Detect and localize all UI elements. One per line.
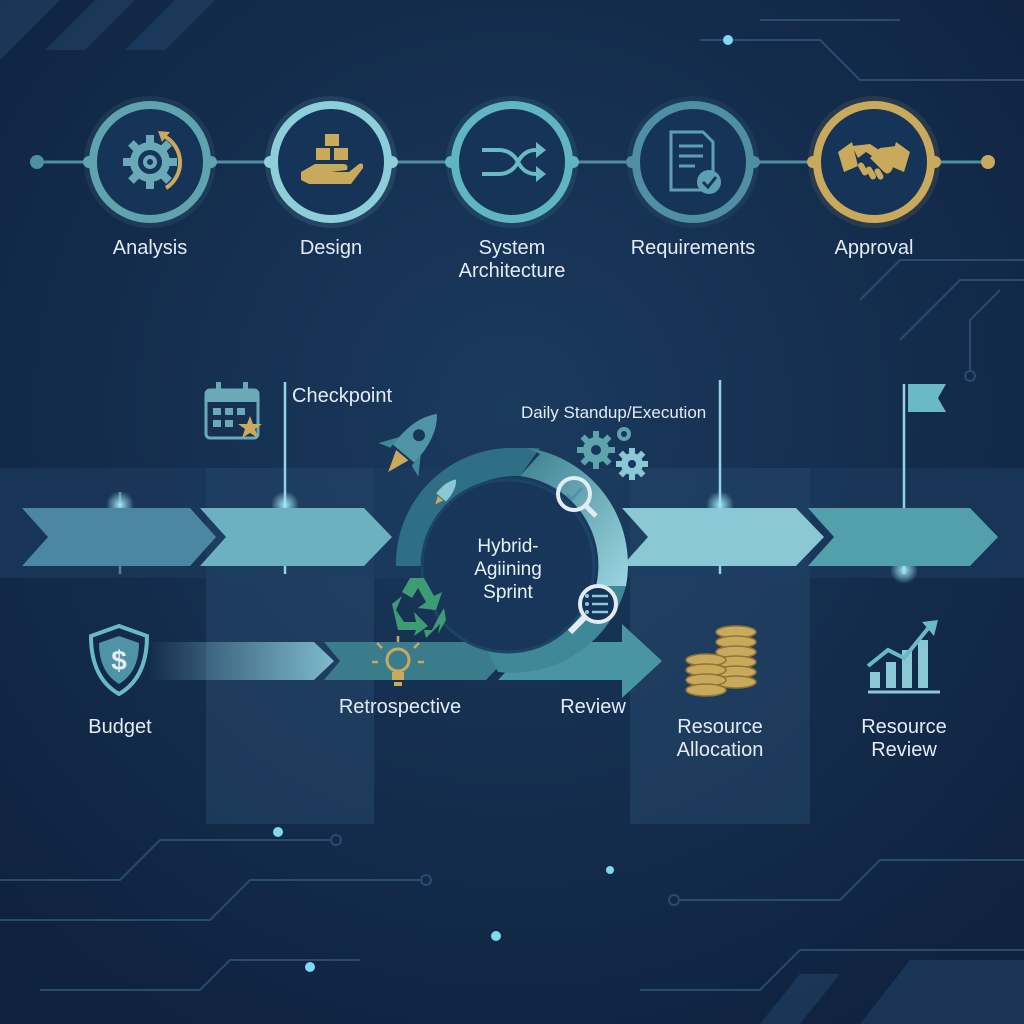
cycle-arc-right: [520, 448, 628, 586]
sprint-cycle: [395, 448, 628, 673]
handshake-icon: [838, 142, 910, 180]
main-chevrons: [22, 508, 998, 566]
phase-node: [748, 156, 760, 168]
circuit-traces: [0, 19, 1024, 991]
phase-node: [567, 156, 579, 168]
phase-label-design: Design: [299, 237, 363, 259]
magnifier-checklist-icon: [567, 584, 618, 635]
shield-dollar-icon: $: [88, 623, 150, 697]
lightbulb-icon: [372, 636, 424, 686]
phase-label-system-architecture: System Architecture: [458, 237, 566, 282]
phase-node: [264, 156, 276, 168]
coin-stacks-icon: [685, 625, 757, 697]
gear-target-icon: [123, 131, 183, 190]
chevron-3: [622, 508, 824, 566]
sprint-label: Hybrid- Agiining Sprint: [474, 536, 542, 603]
phase-node: [205, 156, 217, 168]
chevron-2: [200, 508, 392, 566]
phase-node: [83, 156, 95, 168]
review-label: Review: [560, 696, 626, 718]
phase-node: [626, 156, 638, 168]
checkpoint-label: Checkpoint: [292, 385, 393, 407]
phase-node: [386, 156, 398, 168]
resource-allocation-label: Resource Allocation: [676, 716, 764, 761]
gears-icon: [577, 427, 648, 480]
retrospective-label: Retrospective: [338, 696, 462, 718]
cycle-core: [422, 480, 594, 652]
glow-dots: [273, 35, 733, 972]
rocket-icon: [378, 413, 437, 477]
retrospective-arrow: [324, 642, 504, 680]
flow-end-dot: [981, 155, 995, 169]
phase-node: [929, 156, 941, 168]
rocket-icon: [435, 479, 457, 505]
flow-start-dot: [30, 155, 44, 169]
standup-label: Daily Standup/Execution: [521, 403, 707, 422]
phase-label-approval: Approval: [834, 237, 914, 259]
phase-circle: [632, 101, 754, 223]
flag-icon: [908, 384, 946, 412]
phase-circle: [451, 101, 573, 223]
calendar-star-icon: [204, 382, 262, 440]
shuffle-arrows-icon: [482, 142, 546, 182]
hand-boxes-icon: [301, 134, 364, 184]
resource-review-label: Resource Review: [861, 716, 947, 761]
phase-flow: [30, 96, 995, 228]
budget-beam: [148, 642, 334, 680]
growth-chart-icon: [866, 620, 940, 694]
svg-text:$: $: [111, 645, 127, 676]
magnifier-check-icon: [556, 476, 598, 518]
phase-label-analysis: Analysis: [112, 237, 188, 259]
chevron-1: [22, 508, 216, 566]
phase-node: [807, 156, 819, 168]
phase-node: [445, 156, 457, 168]
document-check-icon: [669, 130, 721, 194]
chevron-4: [808, 508, 998, 566]
recycle-icon: [392, 578, 446, 638]
phase-label-requirements: Requirements: [630, 237, 756, 259]
phase-circle: [270, 101, 392, 223]
budget-label: Budget: [88, 716, 152, 738]
